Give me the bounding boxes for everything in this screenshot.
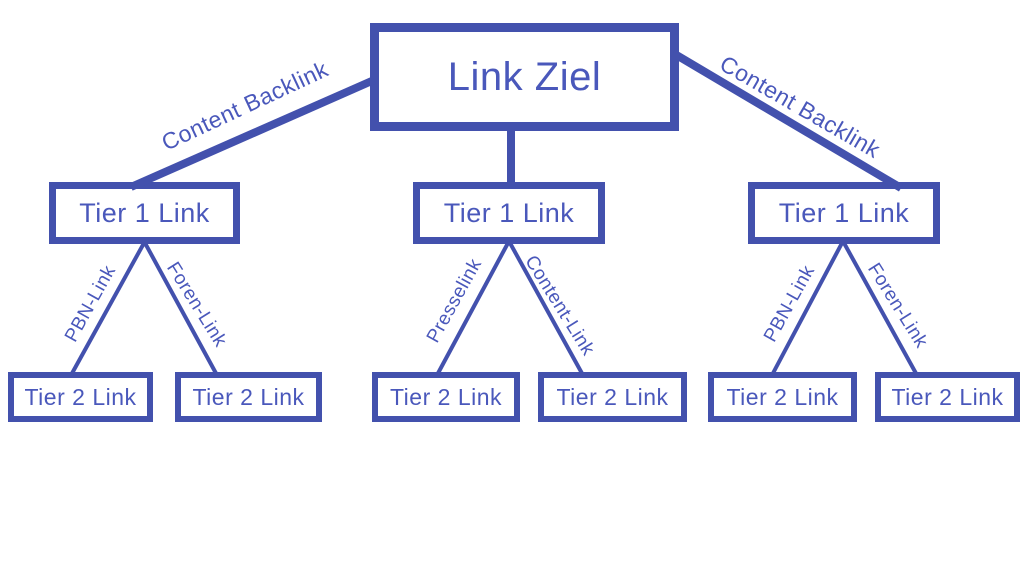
edge-label-foren-link-left: Foren-Link: [162, 258, 231, 351]
node-tier1-right: Tier 1 Link: [748, 182, 940, 244]
node-tier1-right-label: Tier 1 Link: [778, 197, 910, 228]
node-tier2-4-label: Tier 2 Link: [556, 383, 669, 410]
edge-label-foren-link-right: Foren-Link: [863, 259, 932, 352]
edge-label-pbn-link-right: PBN-Link: [759, 261, 820, 346]
node-tier1-left: Tier 1 Link: [49, 182, 240, 244]
edge-root-to-tier1-right: [670, 49, 904, 192]
node-link-ziel: Link Ziel: [370, 23, 679, 131]
node-tier2-3: Tier 2 Link: [372, 372, 520, 422]
edge-label-content-link: Content-Link: [520, 251, 599, 360]
node-tier1-middle-label: Tier 1 Link: [443, 197, 575, 228]
edge-label-pbn-link-left: PBN-Link: [60, 261, 121, 346]
node-tier2-2: Tier 2 Link: [175, 372, 322, 422]
node-tier2-3-label: Tier 2 Link: [389, 383, 503, 410]
node-tier2-4: Tier 2 Link: [538, 372, 687, 422]
node-tier2-2-label: Tier 2 Link: [192, 383, 305, 410]
node-tier2-6-label: Tier 2 Link: [891, 383, 1004, 410]
node-tier2-1-label: Tier 2 Link: [24, 383, 137, 410]
node-tier2-6: Tier 2 Link: [875, 372, 1020, 422]
node-tier1-left-label: Tier 1 Link: [79, 197, 210, 228]
node-tier2-1: Tier 2 Link: [8, 372, 153, 422]
edge-label-content-backlink-right: Content Backlink: [715, 50, 885, 163]
node-tier2-5-label: Tier 2 Link: [726, 383, 839, 410]
node-tier1-middle: Tier 1 Link: [413, 182, 605, 244]
node-tier2-5: Tier 2 Link: [708, 372, 857, 422]
edge-label-presselink: Presselink: [422, 255, 487, 347]
edge-label-content-backlink-left: Content Backlink: [157, 55, 333, 156]
node-link-ziel-label: Link Ziel: [447, 54, 602, 99]
